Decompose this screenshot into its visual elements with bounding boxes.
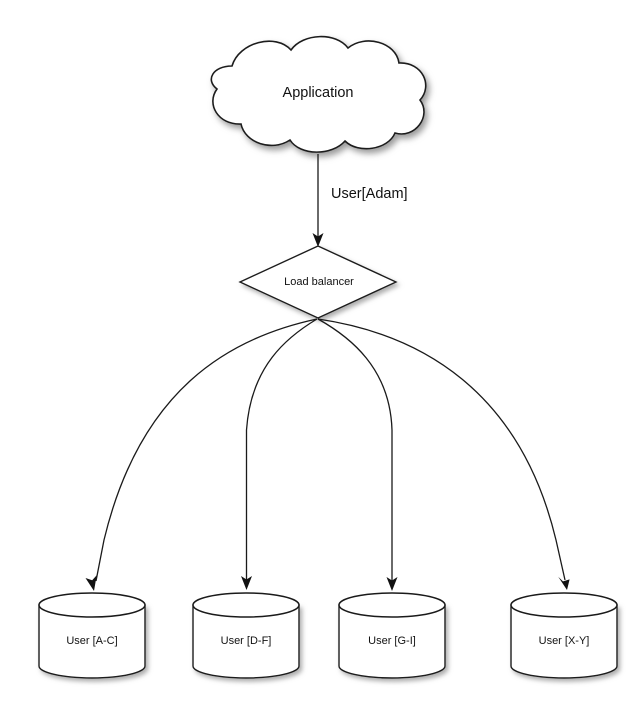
arrowhead-to-load-balancer	[312, 233, 324, 247]
edge-line-shard-2	[245, 318, 318, 580]
cylinder-label-3: User [G-I]	[368, 635, 416, 647]
node-shard-cylinder-2[interactable]: User [D-F]	[192, 592, 300, 679]
cylinder-label-2: User [D-F]	[221, 635, 272, 647]
cloud-label: Application	[283, 85, 354, 101]
arrowhead-shard-2	[241, 576, 252, 590]
edge-line-shard-1	[95, 318, 318, 582]
node-shard-cylinder-1[interactable]: User [A-C]	[38, 592, 146, 679]
arrowhead-shard-1	[85, 575, 97, 591]
cylinder-body-1	[38, 604, 146, 679]
arrowhead-shard-4	[558, 576, 570, 590]
cylinder-top-2	[192, 592, 300, 618]
edges-load-balancer-to-shards	[85, 318, 570, 591]
node-shard-cylinder-3[interactable]: User [G-I]	[338, 592, 446, 679]
cylinder-top-3	[338, 592, 446, 618]
node-application-cloud[interactable]: Application	[210, 35, 427, 153]
edge-label-user-adam: User[Adam]	[331, 186, 408, 202]
edge-application-to-load-balancer	[312, 154, 324, 247]
arrowhead-shard-3	[386, 577, 398, 591]
cylinder-top-4	[510, 592, 618, 618]
cylinder-label-1: User [A-C]	[66, 635, 117, 647]
cylinder-body-4	[510, 604, 618, 679]
cylinder-top-1	[38, 592, 146, 618]
cloud-shape	[210, 35, 427, 153]
edge-line-shard-4	[317, 318, 566, 581]
node-shard-cylinder-4[interactable]: User [X-Y]	[510, 592, 618, 679]
cylinder-body-2	[192, 604, 300, 679]
cylinder-label-4: User [X-Y]	[539, 635, 590, 647]
node-load-balancer-diamond[interactable]: Load balancer	[238, 245, 398, 319]
diamond-shape	[238, 245, 398, 319]
diamond-label: Load balancer	[284, 276, 354, 288]
cylinder-body-3	[338, 604, 446, 679]
edge-line-shard-3	[317, 318, 393, 581]
